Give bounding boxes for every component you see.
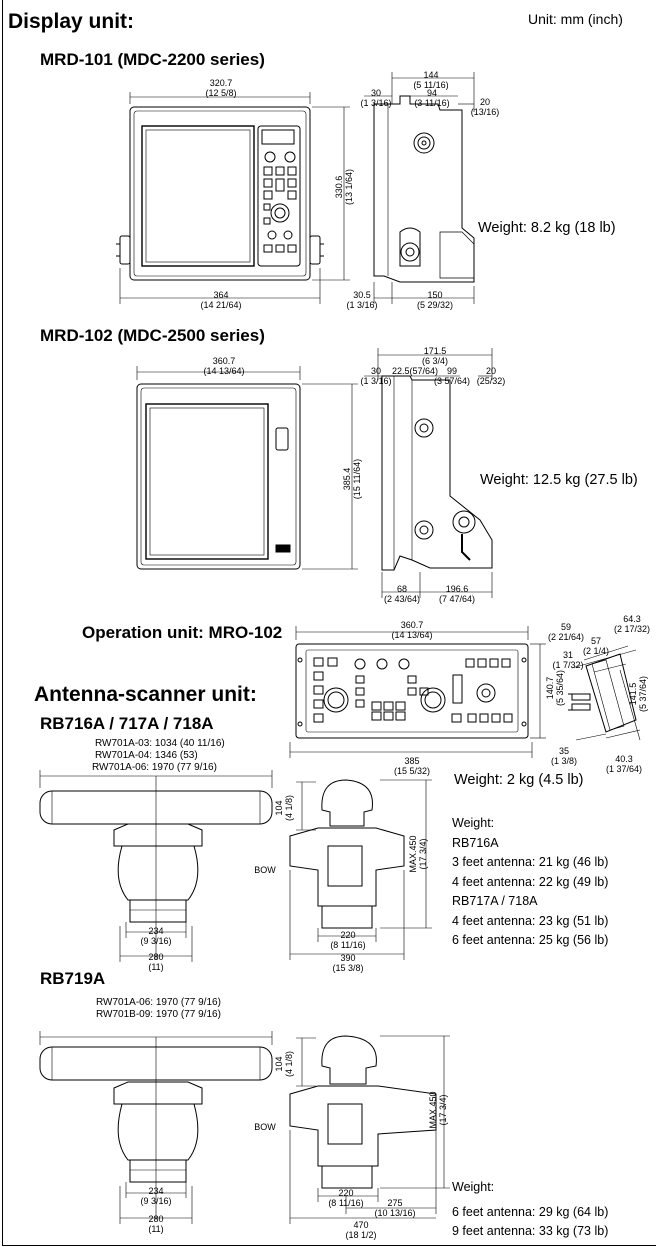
mrd102-dim-side-total: 171.5(6 3/4) bbox=[421, 346, 448, 366]
rb719-dim-275: 275(10 13/16) bbox=[374, 1198, 416, 1218]
rb716-front-drawing bbox=[39, 770, 273, 962]
mrd101-dim-side-150: 150(5 29/32) bbox=[416, 290, 454, 310]
rb716-dim-280: 280(11) bbox=[148, 952, 164, 972]
mro102-dim-141-5: 141.5(5 37/64) bbox=[628, 675, 648, 713]
mro102-front-drawing bbox=[289, 626, 546, 758]
mrd101-dim-side-30: 30(1 3/16) bbox=[360, 88, 392, 108]
rb716-dim-max: MAX.450(17 3/4) bbox=[408, 835, 428, 873]
rb716-weight-1: RB716A bbox=[452, 835, 499, 850]
rb716-side-drawing bbox=[289, 779, 432, 960]
rb719-front-drawing bbox=[39, 1031, 273, 1224]
display-unit-heading: Display unit: bbox=[8, 10, 135, 33]
mro102-dim-57: 57(2 1/4) bbox=[582, 636, 609, 656]
mro102-title: Operation unit: MRO-102 bbox=[82, 623, 283, 642]
unit-note: Unit: mm (inch) bbox=[528, 11, 623, 27]
mrd102-dim-height: 385.4(15 11/64) bbox=[342, 458, 362, 500]
rb716-title: RB716A / 717A / 718A bbox=[40, 714, 214, 733]
mro102-dim-top-width: 360.7(14 13/64) bbox=[391, 620, 433, 640]
mrd102-title: MRD-102 (MDC-2500 series) bbox=[40, 326, 265, 345]
mrd101-title: MRD-101 (MDC-2200 series) bbox=[40, 50, 265, 69]
rb716-dim-390: 390(15 3/8) bbox=[332, 953, 364, 973]
mrd101-side-drawing bbox=[364, 72, 475, 304]
rb716-weight-4: RB717A / 718A bbox=[452, 894, 538, 908]
rb719-weight-list: Weight: 6 feet antenna: 29 kg (64 lb) 9 … bbox=[452, 1178, 608, 1242]
mrd101-dim-side-total: 144(5 11/16) bbox=[413, 70, 449, 90]
mrd102-dim-side-68: 68(2 43/64) bbox=[383, 584, 421, 604]
rb716-weight-0: Weight: bbox=[452, 816, 495, 830]
rb716-rw-2: RW701A-04: 1346 (53) bbox=[95, 750, 198, 761]
rb716-rw-list: RW701A-03: 1034 (40 11/16) RW701A-04: 13… bbox=[92, 738, 225, 774]
rb716-weight-2: 3 feet antenna: 21 kg (46 lb) bbox=[452, 855, 609, 869]
mro102-dim-base-width: 385(15 5/32) bbox=[393, 756, 431, 776]
rb719-rw-list: RW701A-06: 1970 (77 9/16) RW701B-09: 197… bbox=[96, 997, 221, 1021]
mrd101-weight: Weight: 8.2 kg (18 lb) bbox=[478, 220, 616, 236]
mrd101-dim-height: 330.6(13 1/64) bbox=[334, 168, 354, 206]
mrd102-dim-top-width: 360.7(14 13/64) bbox=[203, 356, 245, 376]
rb716-dim-220: 220(8 11/16) bbox=[330, 930, 366, 950]
rb716-rw-3: RW701A-06: 1970 (77 9/16) bbox=[92, 762, 217, 773]
mro102-dim-64-3: 64.3(2 17/32) bbox=[613, 614, 651, 634]
mrd102-dim-side-99: 99(3 57/64) bbox=[433, 366, 471, 386]
rb716-weight-6: 6 feet antenna: 25 kg (56 lb) bbox=[452, 933, 609, 947]
rb719-bow: BOW bbox=[254, 1122, 276, 1132]
antenna-scanner-heading: Antenna-scanner unit: bbox=[34, 683, 257, 706]
rb716-bow: BOW bbox=[254, 865, 276, 875]
rb719-weight-0: Weight: bbox=[452, 1180, 495, 1194]
rb719-dim-104: 104(4 1/8) bbox=[274, 1051, 294, 1078]
rb719-side-drawing bbox=[289, 1035, 450, 1224]
mrd102-dim-side-30: 30(1 3/16) bbox=[360, 366, 392, 386]
mrd101-front-drawing bbox=[116, 92, 350, 304]
mrd102-dim-side-20: 20(25/32) bbox=[476, 366, 506, 386]
rb719-dim-280: 280(11) bbox=[148, 1214, 164, 1234]
mrd101-dim-side-94: 94(3 11/16) bbox=[414, 88, 450, 108]
rb719-weight-1: 6 feet antenna: 29 kg (64 lb) bbox=[452, 1204, 609, 1219]
mro102-dim-35: 35(1 3/8) bbox=[550, 746, 577, 766]
mro102-side-drawing bbox=[568, 645, 641, 741]
rb716-rw-1: RW701A-03: 1034 (40 11/16) bbox=[95, 738, 225, 749]
mrd102-weight: Weight: 12.5 kg (27.5 lb) bbox=[480, 472, 638, 488]
rb719-rw-2: RW701B-09: 1970 (77 9/16) bbox=[96, 1009, 221, 1020]
mrd101-dim-side-30-5: 30.5(1 3/16) bbox=[346, 290, 378, 310]
rb716-weight-list: Weight: RB716A 3 feet antenna: 21 kg (46… bbox=[452, 814, 608, 951]
rb719-dim-470: 470(18 1/2) bbox=[345, 1220, 377, 1240]
mrd101-dim-side-20: 20(13/16) bbox=[470, 97, 500, 117]
rb719-title: RB719A bbox=[40, 969, 106, 988]
mrd101-dim-top-width: 320.7(12 5/8) bbox=[205, 78, 237, 98]
rb719-weight-2: 9 feet antenna: 33 kg (73 lb) bbox=[452, 1224, 609, 1238]
rb716-weight-5: 4 feet antenna: 23 kg (51 lb) bbox=[452, 913, 609, 928]
mrd101-dim-base-width: 364(14 21/64) bbox=[200, 290, 242, 310]
rb719-dim-max: MAX.450(17 3/4) bbox=[428, 1091, 448, 1129]
mro102-dim-31: 31(1 7/32) bbox=[552, 650, 584, 670]
rb716-dim-234: 234(9 3/16) bbox=[140, 926, 172, 946]
rb716-dim-104: 104(4 1/8) bbox=[274, 795, 294, 822]
mrd102-dim-side-196-6: 196.6(7 47/64) bbox=[438, 584, 476, 604]
rb719-dim-234: 234(9 3/16) bbox=[140, 1186, 172, 1206]
rb719-dim-220: 220(8 11/16) bbox=[328, 1188, 364, 1208]
mrd102-dim-side-22-5: 22.5(57/64) bbox=[391, 366, 439, 376]
rb719-rw-1: RW701A-06: 1970 (77 9/16) bbox=[96, 997, 221, 1008]
mrd102-side-drawing bbox=[364, 348, 493, 598]
mro102-weight: Weight: 2 kg (4.5 lb) bbox=[454, 772, 584, 788]
mro102-dim-59: 59(2 21/64) bbox=[547, 622, 585, 642]
rb716-weight-3: 4 feet antenna: 22 kg (49 lb) bbox=[452, 874, 609, 889]
mrd102-front-drawing bbox=[136, 366, 358, 570]
mro102-dim-40-3: 40.3(1 37/64) bbox=[605, 754, 643, 774]
